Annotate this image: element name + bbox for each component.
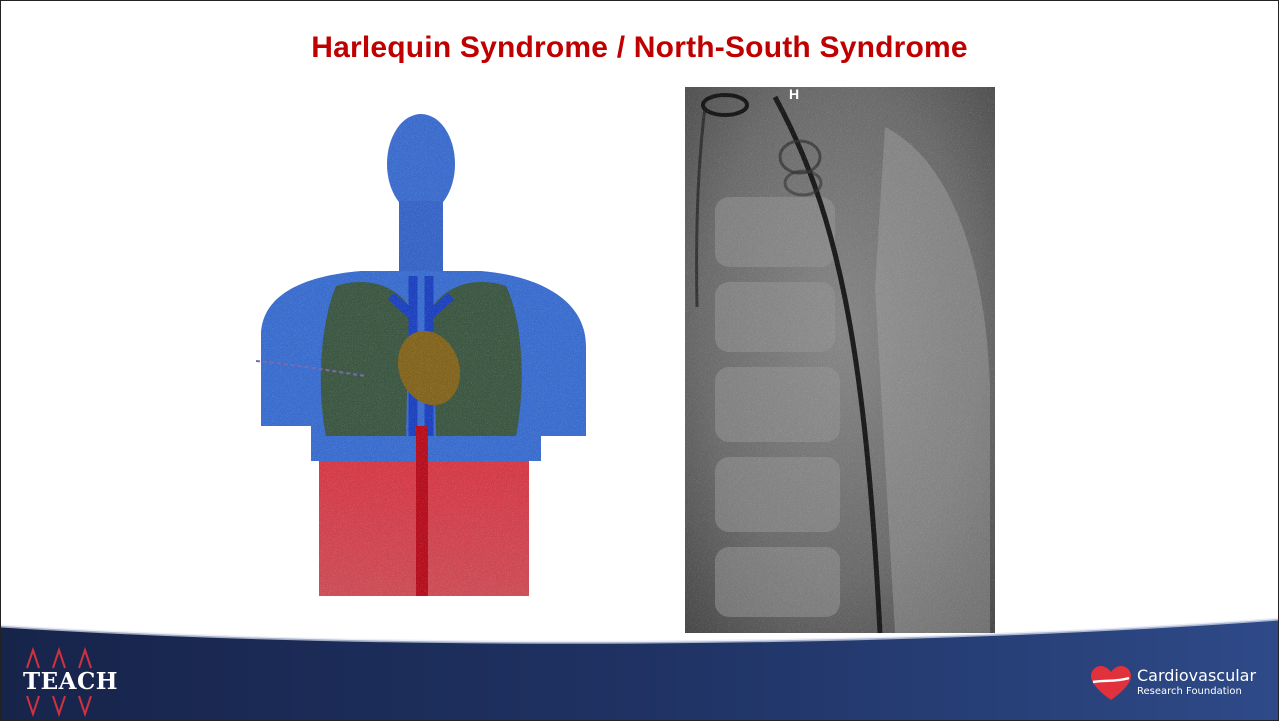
vertebrae [715, 197, 840, 617]
teach-logo-text: TEACH [23, 668, 123, 695]
crf-logo: Cardiovascular Research Foundation [1091, 664, 1271, 704]
harlequin-body-illustration [241, 106, 601, 601]
head [387, 114, 455, 214]
crf-logo-subtitle: Research Foundation [1137, 686, 1242, 697]
orientation-marker: H [789, 87, 799, 102]
teach-logo: TEACH [23, 644, 123, 720]
footer-band [1, 601, 1279, 721]
crf-logo-name: Cardiovascular [1137, 666, 1256, 685]
neck [399, 201, 443, 271]
slide-title: Harlequin Syndrome / North-South Syndrom… [1, 31, 1278, 65]
heart-icon [1091, 666, 1131, 702]
chest-fluoroscopy-image: H [685, 87, 995, 633]
aorta [416, 426, 428, 596]
